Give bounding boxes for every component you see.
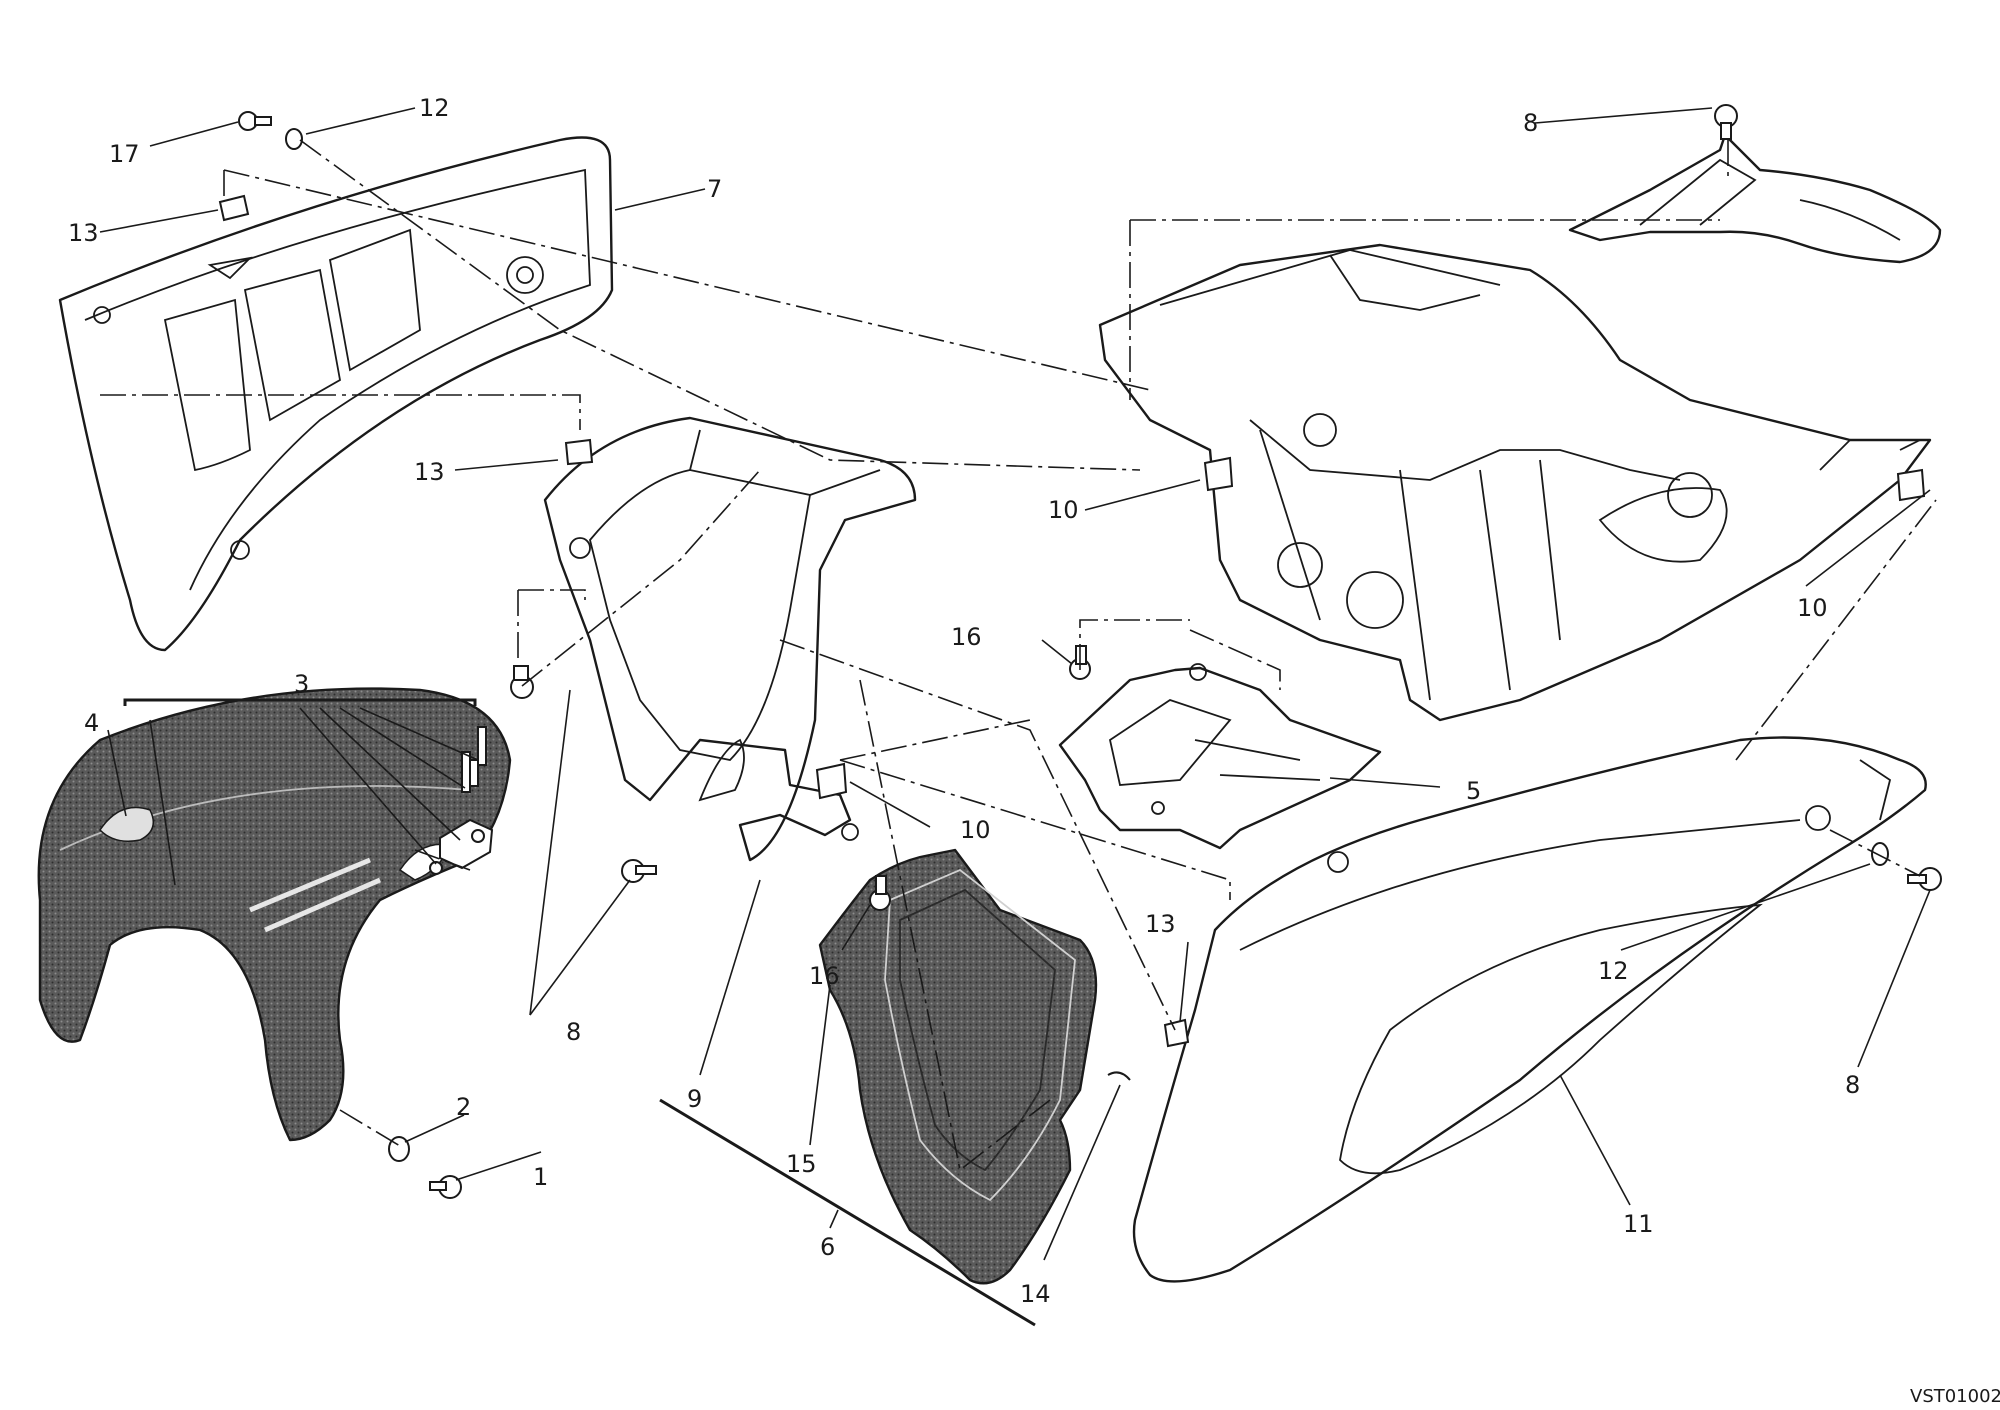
lower-side-fairing [1132,736,1927,1283]
callout-4: 4 [84,709,99,737]
mudguard-bracket [429,726,494,875]
clip-13b [564,438,594,466]
clip-13a [218,194,250,222]
callout-11: 11 [1623,1210,1654,1238]
inner-frame-panel [543,416,917,862]
group-brackets [123,698,1036,1327]
dark-inner-cover [818,848,1098,1285]
callout-17: 17 [109,140,140,168]
callout-13-middle: 13 [414,458,445,486]
bracket-3 [123,698,477,706]
clip-10a [1203,456,1234,492]
washer-12b [1871,842,1889,866]
callout-1: 1 [533,1163,548,1191]
washer-12 [285,128,303,150]
callout-15: 15 [786,1150,817,1178]
callout-13-right: 13 [1145,910,1176,938]
callout-10-center: 10 [1048,496,1079,524]
callout-13-top: 13 [68,219,99,247]
rear-mudguard-piece [1568,133,1942,264]
callout-12-right: 12 [1598,957,1629,985]
clip-10b [1896,468,1926,502]
callout-14: 14 [1020,1280,1051,1308]
side-fairing-panel [58,136,614,652]
callout-labels: 1 2 3 4 5 6 7 8 8 8 9 10 10 10 11 12 12 … [68,94,2000,1407]
callout-9: 9 [687,1085,702,1113]
callout-2: 2 [456,1093,471,1121]
fasteners [218,104,1942,1199]
callout-7: 7 [707,175,722,203]
pin-14 [1107,1071,1131,1081]
clip-10c [815,762,848,800]
callout-12-top: 12 [419,94,450,122]
callout-5: 5 [1466,777,1481,805]
callout-8-top: 8 [1523,109,1538,137]
callout-6: 6 [820,1233,835,1261]
callout-16-bottom: 16 [809,962,840,990]
callout-8-left: 8 [566,1018,581,1046]
front-mudguard [37,687,512,1142]
bracket-6 [659,1098,1036,1327]
callout-3: 3 [294,670,309,698]
callout-10-right: 10 [1797,594,1828,622]
drawing-code: VST01002 [1910,1386,2000,1407]
callout-16-top: 16 [951,623,982,651]
clip-13c [1163,1018,1190,1048]
assembly-lines [100,139,1937,1172]
under-seat-tray [1098,243,1932,722]
callout-8-right: 8 [1845,1071,1860,1099]
under-tray-plate [1058,663,1382,850]
leader-lines [99,107,1931,1261]
callout-10-lower: 10 [960,816,991,844]
